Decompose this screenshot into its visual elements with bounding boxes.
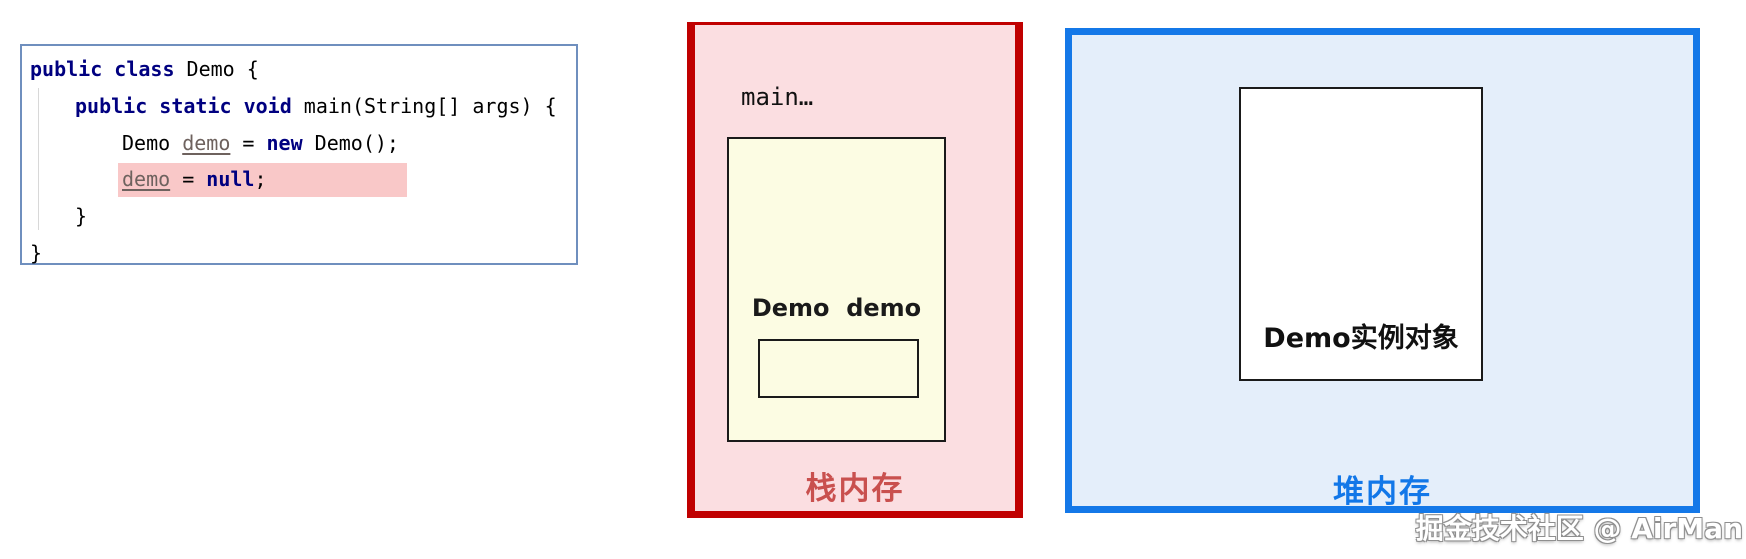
code-text: main(String[] args) { — [291, 94, 557, 118]
variable-value-slot — [758, 339, 919, 398]
indent-guide-line — [38, 88, 39, 230]
demo-instance-label: Demo实例对象 — [1263, 323, 1459, 354]
code-text: = — [230, 131, 267, 155]
heap-memory-title: 堆内存 — [1333, 474, 1432, 510]
code-text: } — [75, 204, 88, 228]
code-line-6: } — [30, 238, 42, 268]
highlighted-statement: demo = null; — [118, 163, 407, 197]
stack-memory-panel: main… Demo demo 栈内存 — [687, 22, 1023, 518]
code-variable-demo: demo — [182, 131, 231, 155]
code-line-3: Demo demo = new Demo(); — [122, 128, 399, 158]
code-keyword: null — [206, 167, 255, 191]
code-variable-demo: demo — [122, 167, 171, 191]
code-editor-snippet: public class Demo { public static void m… — [20, 44, 578, 265]
code-line-2: public static void main(String[] args) { — [75, 91, 557, 121]
code-text: } — [30, 241, 43, 265]
code-line-5: } — [75, 201, 87, 231]
code-text: = — [170, 167, 207, 191]
heap-memory-panel: Demo实例对象 堆内存 — [1065, 28, 1700, 513]
code-keyword: public static void — [75, 94, 292, 118]
code-keyword: public class — [30, 57, 175, 81]
main-stack-frame-box: Demo demo — [727, 137, 946, 442]
variable-declaration-label: Demo demo — [751, 294, 922, 322]
code-text: Demo(); — [302, 131, 399, 155]
community-watermark: 掘金技术社区 @ AirMan — [1415, 512, 1743, 545]
stack-memory-title: 栈内存 — [805, 471, 905, 507]
code-text: ; — [254, 167, 267, 191]
code-line-4-highlighted: demo = null; — [118, 163, 407, 197]
demo-instance-box: Demo实例对象 — [1239, 87, 1483, 381]
code-text: Demo { — [174, 57, 259, 81]
main-frame-label: main… — [741, 83, 814, 111]
code-line-1: public class Demo { — [30, 54, 259, 84]
code-keyword: new — [266, 131, 303, 155]
code-text: Demo — [122, 131, 183, 155]
